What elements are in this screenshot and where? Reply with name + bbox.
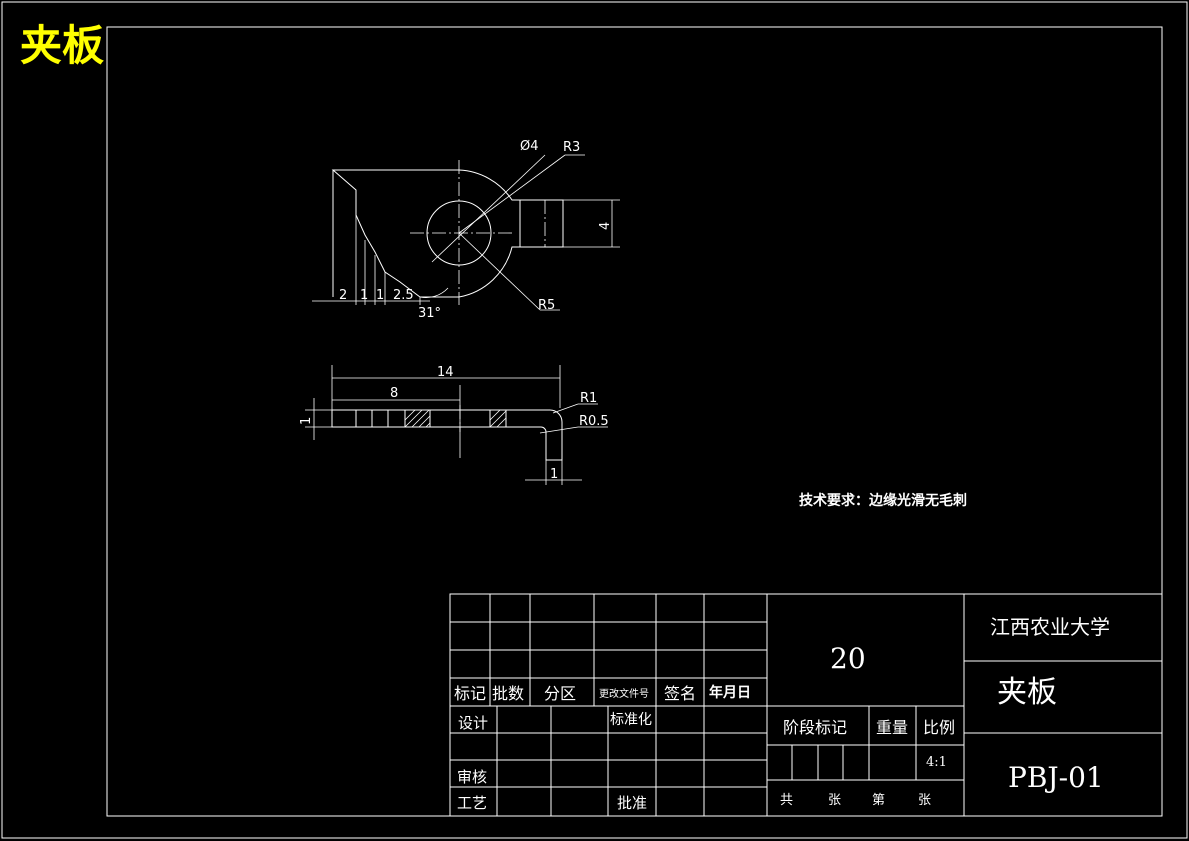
drawing-number: PBJ-01 bbox=[1008, 761, 1104, 794]
dim-len-8: 8 bbox=[390, 386, 398, 401]
hdr-date: 年月日 bbox=[709, 684, 751, 701]
label-design: 设计 bbox=[458, 714, 488, 732]
dim-hole-dia: Ø4 bbox=[520, 139, 539, 154]
title-block: 标记 批数 分区 更改文件号 签名 年月日 设计 标准化 审核 工艺 批准 20… bbox=[449, 593, 1163, 817]
label-sheets-1: 张 bbox=[828, 793, 841, 808]
label-review: 审核 bbox=[457, 768, 487, 786]
label-sheets-2: 张 bbox=[918, 793, 931, 808]
hdr-mark: 标记 bbox=[454, 684, 486, 703]
label-stage-mark: 阶段标记 bbox=[783, 718, 847, 737]
dim-width: 1 bbox=[550, 467, 558, 482]
label-scale: 比例 bbox=[923, 718, 955, 737]
side-view: 14 8 1 R1 R0.5 1 bbox=[299, 365, 609, 485]
label-weight: 重量 bbox=[876, 718, 908, 737]
technical-requirements: 技术要求：边缘光滑无毛刺 bbox=[799, 492, 967, 509]
hdr-batch: 批数 bbox=[492, 684, 524, 703]
dim-len-14: 14 bbox=[437, 365, 454, 380]
quantity-value: 20 bbox=[830, 642, 866, 675]
school-name: 江西农业大学 bbox=[990, 615, 1110, 639]
label-process: 工艺 bbox=[457, 794, 487, 812]
part-name: 夹板 bbox=[997, 675, 1057, 710]
dim-r3: R3 bbox=[563, 140, 580, 155]
label-sheet-no: 第 bbox=[872, 793, 885, 808]
dim-thickness: 1 bbox=[299, 417, 314, 425]
hdr-zone: 分区 bbox=[544, 684, 576, 703]
dim-angle: 31° bbox=[418, 306, 441, 321]
dim-step-2-5: 2.5 bbox=[393, 288, 414, 303]
hdr-change-doc: 更改文件号 bbox=[599, 687, 649, 700]
label-approve: 批准 bbox=[617, 794, 647, 812]
dim-step-1b: 1 bbox=[376, 288, 384, 303]
scale-value: 4:1 bbox=[926, 755, 947, 770]
dim-tab-height: 4 bbox=[598, 222, 613, 230]
label-standardization: 标准化 bbox=[610, 712, 652, 728]
hdr-signature: 签名 bbox=[664, 684, 696, 703]
top-view: Ø4 R3 R5 4 2 1 1 2.5 31° bbox=[312, 139, 620, 321]
dim-r5: R5 bbox=[538, 298, 555, 313]
dim-step-2: 2 bbox=[339, 288, 347, 303]
dim-r1: R1 bbox=[580, 391, 597, 406]
label-sheets-total: 共 bbox=[780, 793, 793, 808]
dim-step-1a: 1 bbox=[360, 288, 368, 303]
sheet-title: 夹板 bbox=[20, 21, 104, 70]
dim-r0-5: R0.5 bbox=[579, 414, 609, 429]
